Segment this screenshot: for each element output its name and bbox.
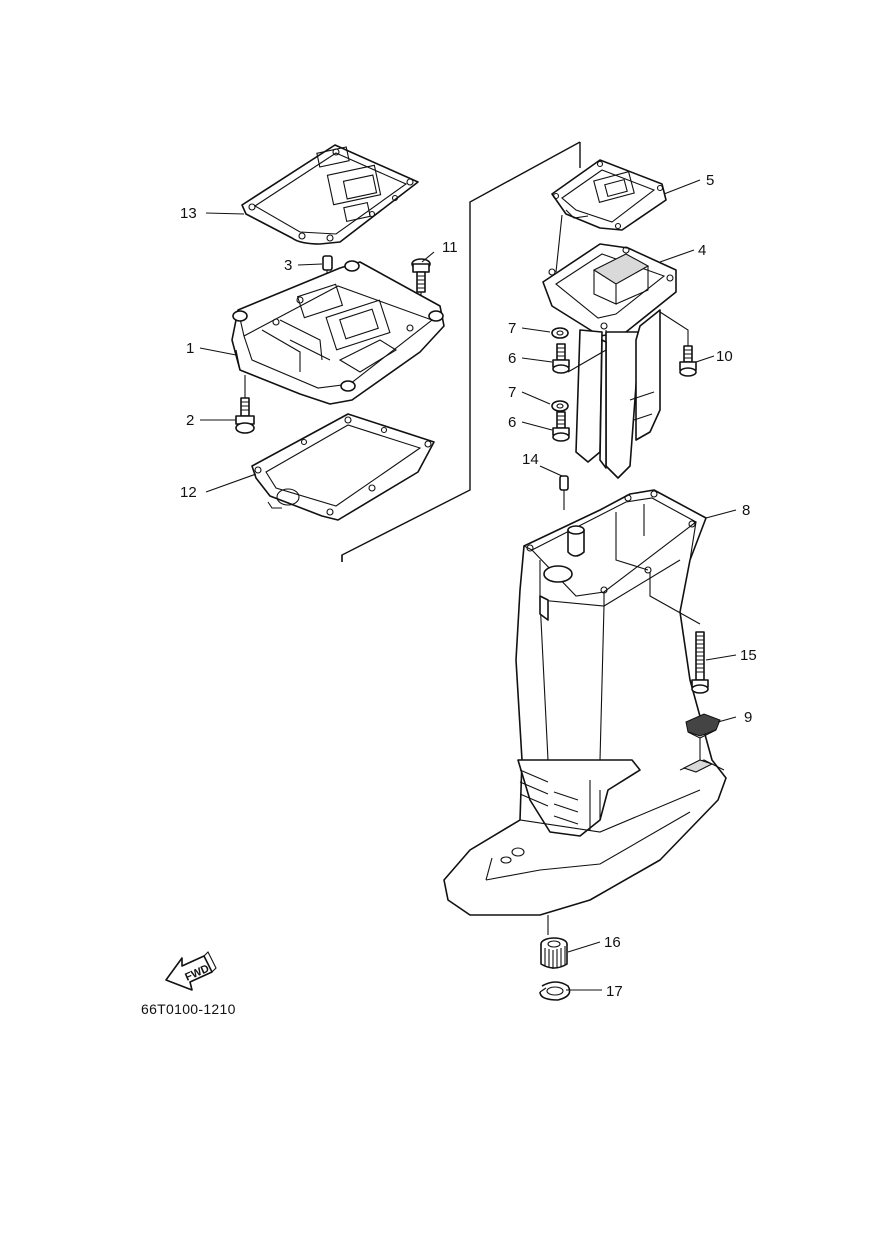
callout-17: 17 bbox=[606, 983, 623, 1000]
callout-6-upper: 6 bbox=[508, 350, 516, 367]
leader-lines bbox=[199, 179, 737, 991]
part-7-washer-lower bbox=[551, 400, 569, 412]
callout-8: 8 bbox=[742, 502, 750, 519]
grouping-frame bbox=[341, 141, 581, 562]
part-15-bolt bbox=[691, 631, 709, 694]
part-4-exhaust-guide bbox=[542, 243, 689, 479]
callout-6-lower: 6 bbox=[508, 414, 516, 431]
callout-3: 3 bbox=[284, 257, 292, 274]
callout-4: 4 bbox=[698, 242, 706, 259]
part-14-dowel-pin bbox=[559, 475, 569, 510]
callout-9: 9 bbox=[744, 709, 752, 726]
part-6-bolt-upper bbox=[552, 343, 570, 374]
part-2-bolt bbox=[235, 397, 255, 434]
part-17-circlip bbox=[539, 981, 571, 1001]
callout-11: 11 bbox=[442, 239, 458, 256]
part-8-upper-casing bbox=[443, 489, 727, 935]
part-1-upper-casing bbox=[231, 260, 445, 405]
callout-1: 1 bbox=[186, 340, 194, 357]
callout-15: 15 bbox=[740, 647, 757, 664]
callout-7-lower: 7 bbox=[508, 384, 516, 401]
callout-13: 13 bbox=[180, 205, 197, 222]
part-12-gasket-lower bbox=[251, 413, 435, 521]
part-5-gasket bbox=[551, 159, 667, 273]
part-13-gasket-upper bbox=[241, 144, 419, 245]
part-10-bolt bbox=[679, 345, 697, 377]
part-16-bushing bbox=[540, 937, 568, 969]
part-6-bolt-lower bbox=[552, 411, 570, 442]
callout-12: 12 bbox=[180, 484, 197, 501]
part-code-label: 66T0100-1210 bbox=[141, 1001, 236, 1017]
part-9-plug bbox=[685, 713, 721, 760]
callout-16: 16 bbox=[604, 934, 621, 951]
callouts: 13 3 11 1 2 12 5 4 7 6 7 6 10 14 8 15 9 … bbox=[180, 172, 757, 1000]
part-7-washer-upper bbox=[551, 327, 569, 339]
callout-14: 14 bbox=[522, 451, 539, 468]
callout-10: 10 bbox=[716, 348, 733, 365]
fwd-arrow-icon: FWD bbox=[165, 951, 217, 991]
callout-5: 5 bbox=[706, 172, 714, 189]
callout-7-upper: 7 bbox=[508, 320, 516, 337]
callout-2: 2 bbox=[186, 412, 194, 429]
